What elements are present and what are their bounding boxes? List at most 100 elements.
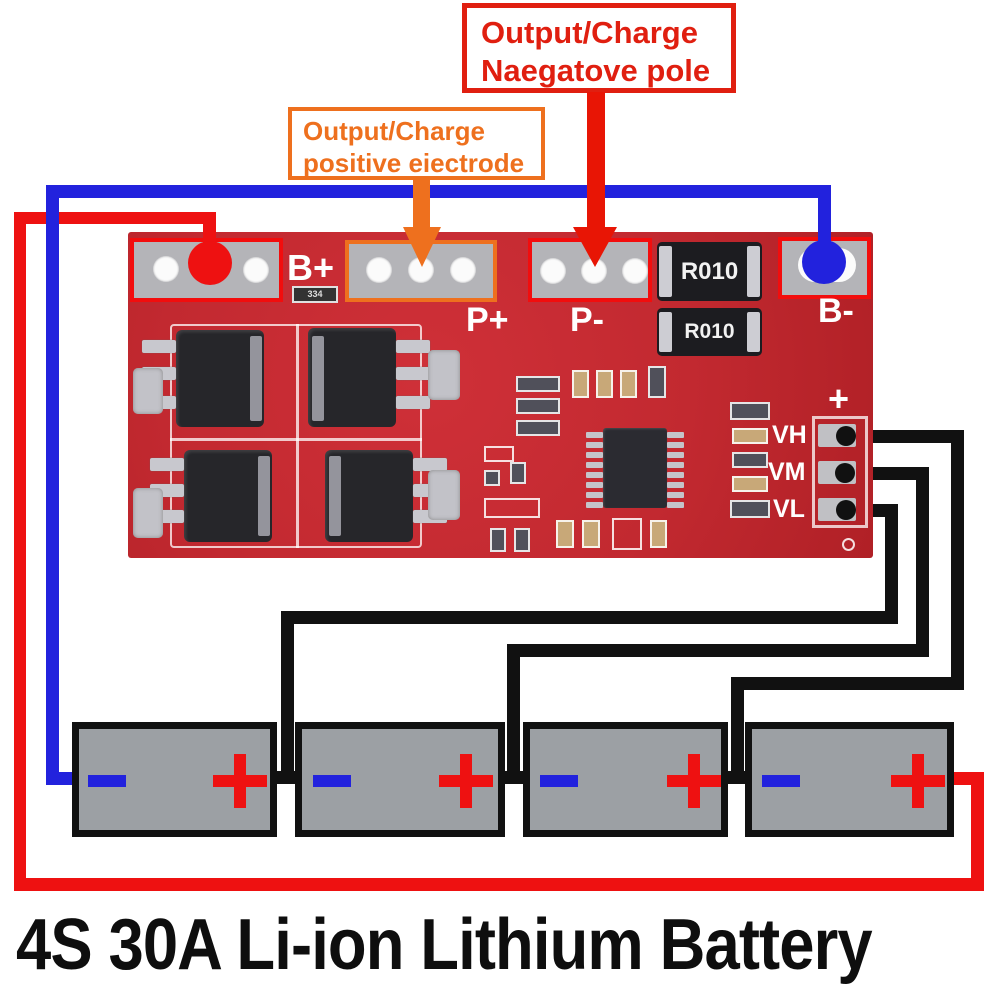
wire-vl-v2 xyxy=(281,611,294,784)
wire-vl-h2 xyxy=(281,611,898,624)
smd-334: 334 xyxy=(292,286,338,303)
solder-blob xyxy=(428,470,460,520)
solder-blob xyxy=(428,350,460,400)
silkscreen-dot xyxy=(842,538,855,551)
smd-component xyxy=(582,520,600,548)
wire-red-stub-bat4 xyxy=(950,772,984,785)
smd-component xyxy=(648,366,666,398)
smd-component xyxy=(490,528,506,552)
solder-dot-b-plus xyxy=(188,241,232,285)
balance-connector-outline xyxy=(812,416,868,528)
ic-pin xyxy=(586,502,603,508)
silkscreen-divider-h xyxy=(170,438,422,441)
solder-dot-vh xyxy=(836,426,856,446)
callout-negative-line1: Output/Charge xyxy=(481,15,698,50)
mosfet-1-tab xyxy=(250,336,262,421)
callout-negative-line2: Naegatove pole xyxy=(481,52,711,88)
arrow-negative-shaft xyxy=(587,92,605,229)
wire-blue-left xyxy=(46,185,59,785)
smd-component xyxy=(612,518,642,550)
label-vl: VL xyxy=(773,495,805,523)
shunt-resistor-label: R010 xyxy=(684,320,735,343)
callout-positive-line2: positive eiectrode xyxy=(303,147,525,178)
smd-component xyxy=(514,528,530,552)
wire-vh-v2 xyxy=(731,677,744,784)
smd-component xyxy=(732,428,768,444)
callout-negative: Output/Charge Naegatove pole xyxy=(462,3,736,93)
shunt-resistor-2: R010 xyxy=(657,308,762,356)
label-vh: VH xyxy=(772,421,807,449)
wire-red-top xyxy=(14,212,216,224)
control-ic xyxy=(603,428,667,508)
wire-vm-v1 xyxy=(916,467,929,657)
shunt-resistor-1: R010 xyxy=(657,242,762,301)
wire-vl-v1 xyxy=(885,504,898,624)
ic-pin xyxy=(586,482,603,488)
smd-component xyxy=(484,498,540,518)
ic-pin xyxy=(667,482,684,488)
solder-blob xyxy=(133,488,163,538)
ic-pin xyxy=(667,492,684,498)
wire-vm-h2 xyxy=(507,644,929,657)
smd-component xyxy=(572,370,589,398)
smd-component xyxy=(650,520,667,548)
pad-hole xyxy=(366,257,392,283)
label-b-minus: B- xyxy=(818,292,854,330)
battery-4-minus-terminal xyxy=(762,775,800,787)
battery-3-minus-terminal xyxy=(540,775,578,787)
smd-334-label: 334 xyxy=(307,289,323,299)
wire-blue-top xyxy=(46,185,831,198)
ic-pin xyxy=(667,472,684,478)
mosfet-2-tab xyxy=(312,336,324,421)
wire-vh-h1 xyxy=(846,430,964,443)
label-p-plus: P+ xyxy=(466,301,509,339)
mosfet-3 xyxy=(184,450,272,542)
battery-3-plus-terminal xyxy=(688,754,700,808)
arrow-positive-head-icon xyxy=(403,227,441,267)
wire-vh-v1 xyxy=(951,430,964,690)
smd-component xyxy=(596,370,613,398)
battery-1-minus-terminal xyxy=(88,775,126,787)
solder-dot-b-minus xyxy=(802,240,846,284)
ic-pin xyxy=(667,432,684,438)
mosfet-4-tab xyxy=(329,456,341,536)
smd-component xyxy=(730,500,770,518)
diagram-title: 4S 30A Li-ion Lithium Battery xyxy=(16,905,873,985)
mosfet-1-lead xyxy=(142,340,176,353)
solder-dot-vl xyxy=(836,500,856,520)
ic-pin xyxy=(586,492,603,498)
callout-positive-line1: Output/Charge xyxy=(303,116,485,146)
ic-pin xyxy=(667,502,684,508)
wire-red-stub-bplus xyxy=(203,212,216,246)
pad-hole xyxy=(153,256,179,282)
label-b-plus: B+ xyxy=(287,247,335,288)
ic-pin xyxy=(586,442,603,448)
smd-component xyxy=(484,446,514,462)
mosfet-1 xyxy=(176,330,264,427)
mosfet-3-lead xyxy=(150,458,184,471)
mosfet-2-lead xyxy=(396,367,430,380)
ic-pin xyxy=(667,452,684,458)
smd-component xyxy=(730,402,770,420)
mosfet-2-lead xyxy=(396,396,430,409)
ic-pin xyxy=(586,472,603,478)
smd-component xyxy=(516,398,560,414)
label-p-minus: P- xyxy=(570,301,604,339)
smd-component xyxy=(556,520,574,548)
pad-hole xyxy=(540,258,566,284)
wire-red-right xyxy=(971,772,984,891)
ic-pin xyxy=(586,432,603,438)
mosfet-3-tab xyxy=(258,456,270,536)
battery-4-plus-terminal xyxy=(912,754,924,808)
label-plus: + xyxy=(828,378,850,419)
smd-component xyxy=(620,370,637,398)
arrow-positive-shaft xyxy=(413,179,430,229)
smd-component xyxy=(732,476,768,492)
solder-dot-vm xyxy=(835,463,855,483)
battery-1-plus-terminal xyxy=(234,754,246,808)
battery-2-plus-terminal xyxy=(460,754,472,808)
callout-positive: Output/Charge positive eiectrode xyxy=(288,107,545,180)
mosfet-2-lead xyxy=(396,340,430,353)
smd-component xyxy=(510,462,526,484)
